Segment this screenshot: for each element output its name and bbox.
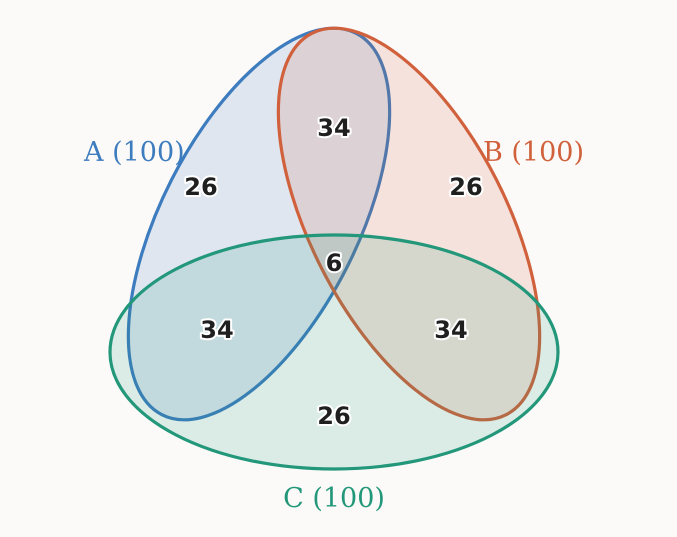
set-b-ellipse	[276, 26, 542, 422]
region-ab-only-count: 34	[317, 114, 350, 142]
region-c-only-count: 26	[317, 402, 350, 430]
region-bc-only-count: 34	[434, 316, 467, 344]
region-abc-count: 6	[326, 249, 343, 277]
region-ac-only-count: 34	[200, 316, 233, 344]
set-c-ellipse	[108, 233, 560, 471]
set-b-label: B (100)	[483, 137, 584, 168]
set-shapes	[108, 26, 560, 471]
set-c-label: C (100)	[283, 483, 385, 514]
set-labels: A (100) B (100) C (100)	[83, 137, 584, 514]
region-counts: 26 26 34 6 34 34 26	[182, 112, 484, 432]
region-a-only-count: 26	[184, 173, 217, 201]
set-a-label: A (100)	[83, 137, 185, 168]
region-b-only-count: 26	[449, 173, 482, 201]
